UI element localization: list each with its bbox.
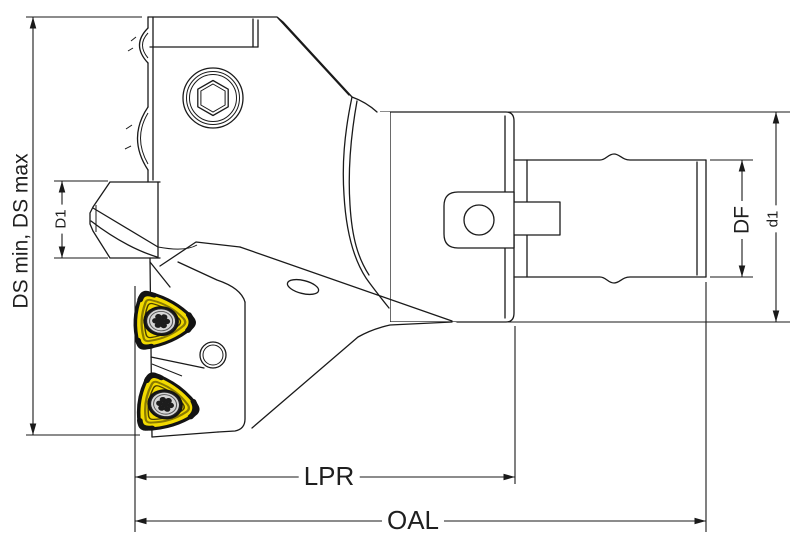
tab-hole — [463, 204, 495, 236]
chamfer-face-top — [239, 246, 453, 322]
label-flange-diameter: DF — [731, 201, 754, 239]
face-plate-right — [217, 301, 246, 433]
face-plate-top — [177, 261, 246, 303]
chamfer-face-slot — [286, 278, 320, 296]
label-overall-length: OAL — [381, 507, 445, 533]
clamp-tab — [443, 191, 515, 249]
label-cutting-diameter-range: DS min, DS max — [10, 148, 33, 314]
shank-top-edge — [513, 153, 707, 161]
shank-section — [513, 153, 707, 284]
pilot-drill — [89, 181, 198, 259]
rear-insert-arc-1 — [138, 27, 149, 64]
pilot-flute-curve — [90, 220, 158, 258]
hex-socket-screw — [182, 67, 244, 129]
label-pilot-diameter: D1 — [53, 204, 70, 234]
rear-insert-arc-2 — [136, 106, 149, 171]
flat-tongue — [513, 201, 561, 236]
chamfer-edge — [251, 321, 453, 429]
label-shank-diameter: d1 — [765, 205, 782, 233]
head-face-curve-inner — [348, 100, 370, 276]
hex-socket — [197, 79, 229, 117]
head-top-edge — [147, 16, 378, 113]
head-top-inner-edge — [277, 17, 350, 96]
shank-bottom-edge — [513, 276, 707, 284]
head-face-curve — [342, 96, 390, 309]
label-projection-length: LPR — [298, 463, 360, 489]
pilot-flute-edge — [92, 207, 159, 248]
face-screw-hole — [199, 341, 227, 369]
